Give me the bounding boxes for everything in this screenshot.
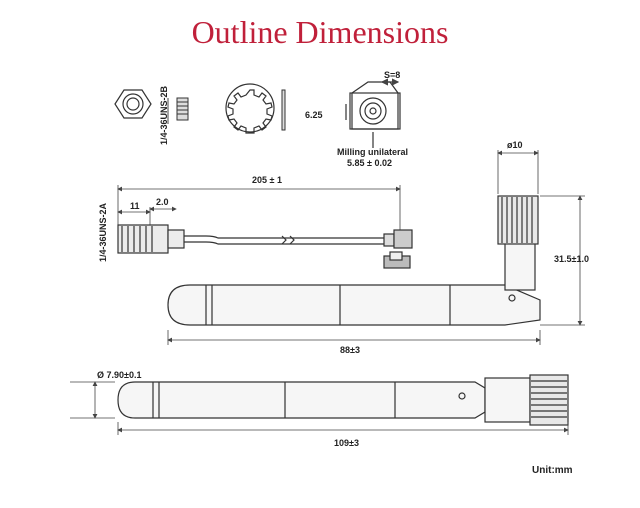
milling-value-label: 5.85 ± 0.02 [347, 158, 392, 168]
washer-side-view [281, 89, 286, 131]
total-length-label: 109±3 [334, 438, 359, 448]
star-washer-view [225, 83, 275, 134]
nut-thread-label: 1/4-36UNS-2B [159, 85, 169, 145]
bent-antenna [167, 150, 585, 345]
socket-end-view [345, 78, 401, 148]
straight-antenna [70, 374, 569, 435]
tip-diameter-label: ø10 [507, 140, 523, 150]
unit-label: Unit:mm [532, 465, 573, 476]
cable-length-label: 205 ± 1 [252, 175, 282, 185]
connector-tip-label: 2.0 [156, 197, 169, 207]
page-title: Outline Dimensions [191, 14, 449, 50]
body-diameter-label: Ø 7.90±0.1 [97, 370, 141, 380]
cable-assembly [117, 185, 413, 269]
hex-nut-view [114, 89, 152, 119]
nut-side-view [167, 97, 189, 124]
connector-length-label: 11 [130, 201, 140, 211]
socket-flat-label: S=8 [384, 70, 400, 80]
bent-length-label: 88±3 [340, 345, 360, 355]
washer-size-label: 6.25 [305, 110, 323, 120]
connector-thread-label: 1/4-36UNS-2A [98, 202, 108, 262]
milling-note-label: Milling unilateral [337, 147, 408, 157]
bent-height-label: 31.5±1.0 [554, 254, 589, 264]
